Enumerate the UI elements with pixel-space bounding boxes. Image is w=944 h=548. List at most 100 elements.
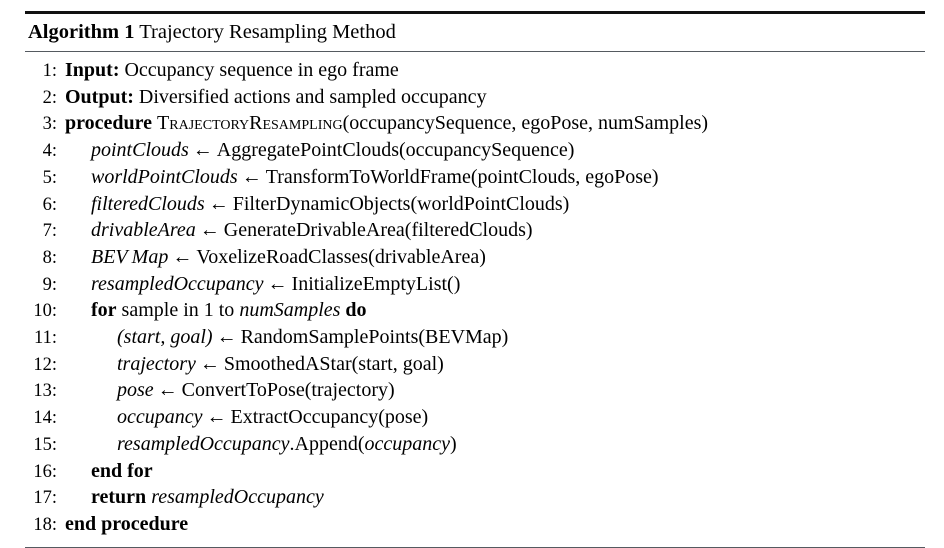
algorithm-line: 6: filteredClouds←FilterDynamicObjects(w…: [25, 192, 925, 219]
line-text: Occupancy sequence in ego frame: [124, 59, 399, 81]
algorithm-line: 16: end for: [25, 459, 925, 486]
keyword-do: do: [345, 299, 367, 322]
line-content: end procedure: [65, 512, 925, 538]
algorithm-line: 4: pointClouds←AggregatePointClouds(occu…: [25, 138, 925, 165]
keyword-output: Output:: [65, 85, 134, 108]
expression-rhs: ExtractOccupancy(pose): [230, 406, 429, 429]
keyword-end-for: end for: [91, 459, 153, 482]
variable-lhs-b: Map: [131, 245, 169, 268]
algorithm-line: 15: resampledOccupancy.Append(occupancy): [25, 432, 925, 459]
line-number: 12:: [33, 354, 57, 375]
line-content: return resampledOccupancy: [65, 485, 925, 511]
line-number: 14:: [33, 408, 57, 429]
line-content: end for: [65, 459, 925, 485]
algorithm-body: 1: Input: Occupancy sequence in ego fram…: [25, 52, 925, 543]
expression-rhs: ConvertToPose(trajectory): [181, 379, 395, 402]
assign-arrow-icon: ←: [199, 219, 220, 242]
expression-rhs: FilterDynamicObjects(worldPointClouds): [232, 192, 570, 215]
return-variable: resampledOccupancy: [151, 486, 324, 509]
line-content: drivableArea←GenerateDrivableArea(filter…: [65, 218, 925, 244]
expression-rhs: SmoothedAStar(start, goal): [223, 352, 444, 375]
assign-arrow-icon: ←: [267, 272, 288, 295]
assign-arrow-icon: ←: [157, 379, 178, 402]
variable-lhs: resampledOccupancy: [117, 432, 290, 455]
line-content: worldPointClouds←TransformToWorldFrame(p…: [65, 165, 925, 191]
line-number: 7:: [42, 221, 57, 242]
rule-top: [25, 11, 925, 14]
algorithm-line: 2: Output: Diversified actions and sampl…: [25, 85, 925, 112]
assign-arrow-icon: ←: [208, 192, 229, 215]
paren-close: ): [450, 432, 457, 455]
method-call: .Append(: [289, 432, 365, 455]
line-number: 6:: [42, 194, 57, 215]
assign-arrow-icon: ←: [172, 245, 193, 268]
line-number: 13:: [33, 381, 57, 402]
line-number: 8:: [42, 247, 57, 268]
variable-lhs: worldPointClouds: [91, 165, 238, 188]
assign-arrow-icon: ←: [206, 406, 227, 429]
variable-lhs: trajectory: [117, 352, 196, 375]
line-content: Output: Diversified actions and sampled …: [65, 85, 925, 111]
line-text: Diversified actions and sampled occupanc…: [138, 85, 487, 108]
algorithm-title-text: Trajectory Resampling Method: [139, 21, 396, 43]
variable-lhs: pose: [117, 379, 154, 402]
line-content: resampledOccupancy←InitializeEmptyList(): [65, 272, 925, 298]
loop-range-text: sample in 1 to: [121, 299, 235, 322]
line-content: resampledOccupancy.Append(occupancy): [65, 432, 925, 458]
assign-arrow-icon: ←: [199, 352, 220, 375]
keyword-end-procedure: end procedure: [65, 512, 189, 535]
line-number: 11:: [34, 328, 57, 349]
variable-lhs: filteredClouds: [91, 192, 205, 215]
line-number: 4:: [42, 141, 57, 162]
expression-rhs: TransformToWorldFrame(pointClouds, egoPo…: [265, 165, 659, 188]
line-content: pose←ConvertToPose(trajectory): [65, 378, 925, 404]
procedure-args: (occupancySequence, egoPose, numSamples): [342, 112, 709, 135]
variable-lhs: drivableArea: [91, 219, 196, 242]
algorithm-line: 3: procedure TrajectoryResampling(occupa…: [25, 111, 925, 138]
assign-arrow-icon: ←: [241, 165, 262, 188]
line-content: trajectory←SmoothedAStar(start, goal): [65, 352, 925, 378]
line-number: 3:: [42, 114, 57, 135]
algorithm-title: Algorithm 1 Trajectory Resampling Method: [25, 14, 925, 49]
algorithm-line: 14: occupancy←ExtractOccupancy(pose): [25, 405, 925, 432]
line-content: procedure TrajectoryResampling(occupancy…: [65, 111, 925, 137]
assign-arrow-icon: ←: [216, 326, 237, 349]
line-number: 17:: [33, 488, 57, 509]
algorithm-line: 17: return resampledOccupancy: [25, 485, 925, 512]
algorithm-label: Algorithm 1: [28, 21, 135, 43]
expression-rhs: VoxelizeRoadClasses(drivableArea): [196, 245, 486, 268]
line-content: filteredClouds←FilterDynamicObjects(worl…: [65, 192, 925, 218]
algorithm-line: 11: (start, goal)←RandomSamplePoints(BEV…: [25, 325, 925, 352]
algorithm-block: Algorithm 1 Trajectory Resampling Method…: [25, 11, 925, 548]
variable-lhs: occupancy: [117, 406, 203, 429]
line-content: pointClouds←AggregatePointClouds(occupan…: [65, 138, 925, 164]
line-number: 1:: [42, 61, 57, 81]
variable-lhs: resampledOccupancy: [91, 272, 264, 295]
rule-middle: [25, 51, 925, 52]
variable-lhs-a: BEV: [91, 245, 128, 268]
algorithm-line: 10: for sample in 1 to numSamples do: [25, 298, 925, 325]
expression-rhs: AggregatePointClouds(occupancySequence): [216, 139, 575, 162]
expression-rhs: InitializeEmptyList(): [291, 272, 461, 295]
line-content: occupancy←ExtractOccupancy(pose): [65, 405, 925, 431]
expression-rhs: RandomSamplePoints(BEVMap): [240, 326, 509, 349]
line-content: Input: Occupancy sequence in ego frame: [65, 58, 925, 84]
line-number: 2:: [42, 87, 57, 108]
method-argument: occupancy: [364, 432, 451, 455]
line-number: 10:: [33, 301, 57, 322]
line-number: 16:: [33, 461, 57, 482]
algorithm-line: 1: Input: Occupancy sequence in ego fram…: [25, 58, 925, 85]
line-content: (start, goal)←RandomSamplePoints(BEVMap): [65, 325, 925, 351]
assign-arrow-icon: ←: [192, 139, 213, 162]
keyword-procedure: procedure: [65, 112, 153, 135]
expression-rhs: GenerateDrivableArea(filteredClouds): [223, 219, 533, 242]
variable-lhs: (start, goal): [117, 326, 213, 349]
algorithm-line: 18: end procedure: [25, 512, 925, 539]
algorithm-line: 13: pose←ConvertToPose(trajectory): [25, 378, 925, 405]
algorithm-line: 7: drivableArea←GenerateDrivableArea(fil…: [25, 218, 925, 245]
line-number: 15:: [33, 434, 57, 455]
algorithm-line: 5: worldPointClouds←TransformToWorldFram…: [25, 165, 925, 192]
keyword-input: Input:: [65, 59, 120, 81]
